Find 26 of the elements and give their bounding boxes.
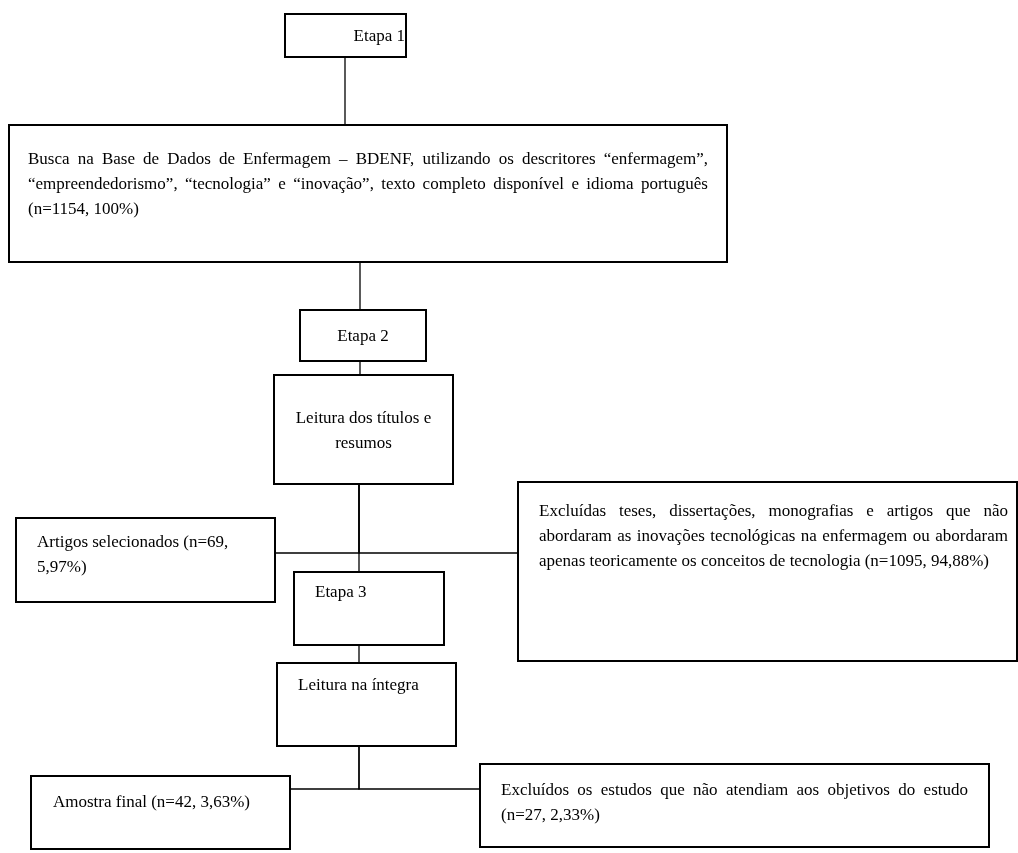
box-text: Leitura dos títulos e resumos <box>294 406 433 454</box>
box-text: Busca na Base de Dados de Enfermagem – BDENF, utilizando os descritores “enfermagem”, “empreendedorismo”, “tecnologia” e “inovação”, texto completo disponível e idioma português (n=1154, 100%) <box>28 148 708 220</box>
connector-line <box>358 645 360 663</box>
box-text: Etapa 1 <box>353 25 405 47</box>
process-box <box>479 763 990 848</box>
process-box <box>15 517 276 603</box>
process-box <box>299 309 427 362</box>
process-box <box>8 124 728 263</box>
box-text: Leitura na íntegra <box>298 674 420 696</box>
box-text: Artigos selecionados (n=69, 5,97%) <box>37 531 230 578</box>
box-text: Excluídas teses, dissertações, monografias e artigos que não abordaram as inovações tecnológicas na enfermagem ou abordaram apenas teoricamente os conceitos de tecnologia (n=1095, 94,88%) <box>539 500 1008 572</box>
connector-line <box>358 484 518 554</box>
process-box <box>30 775 291 850</box>
connector-line <box>344 57 346 125</box>
process-box <box>276 662 457 747</box>
process-box <box>517 481 1018 662</box>
process-box <box>284 13 407 58</box>
process-box <box>273 374 454 485</box>
process-box <box>293 571 445 646</box>
box-text: Etapa 2 <box>337 325 389 347</box>
box-text: Excluídos os estudos que não atendiam aos objetivos do estudo (n=27, 2,33%) <box>501 779 968 826</box>
connector-line <box>359 361 361 375</box>
box-text: Amostra final (n=42, 3,63%) <box>53 791 252 813</box>
connector-line <box>359 262 361 310</box>
connector-line <box>358 746 480 790</box>
box-text: Etapa 3 <box>315 581 368 603</box>
